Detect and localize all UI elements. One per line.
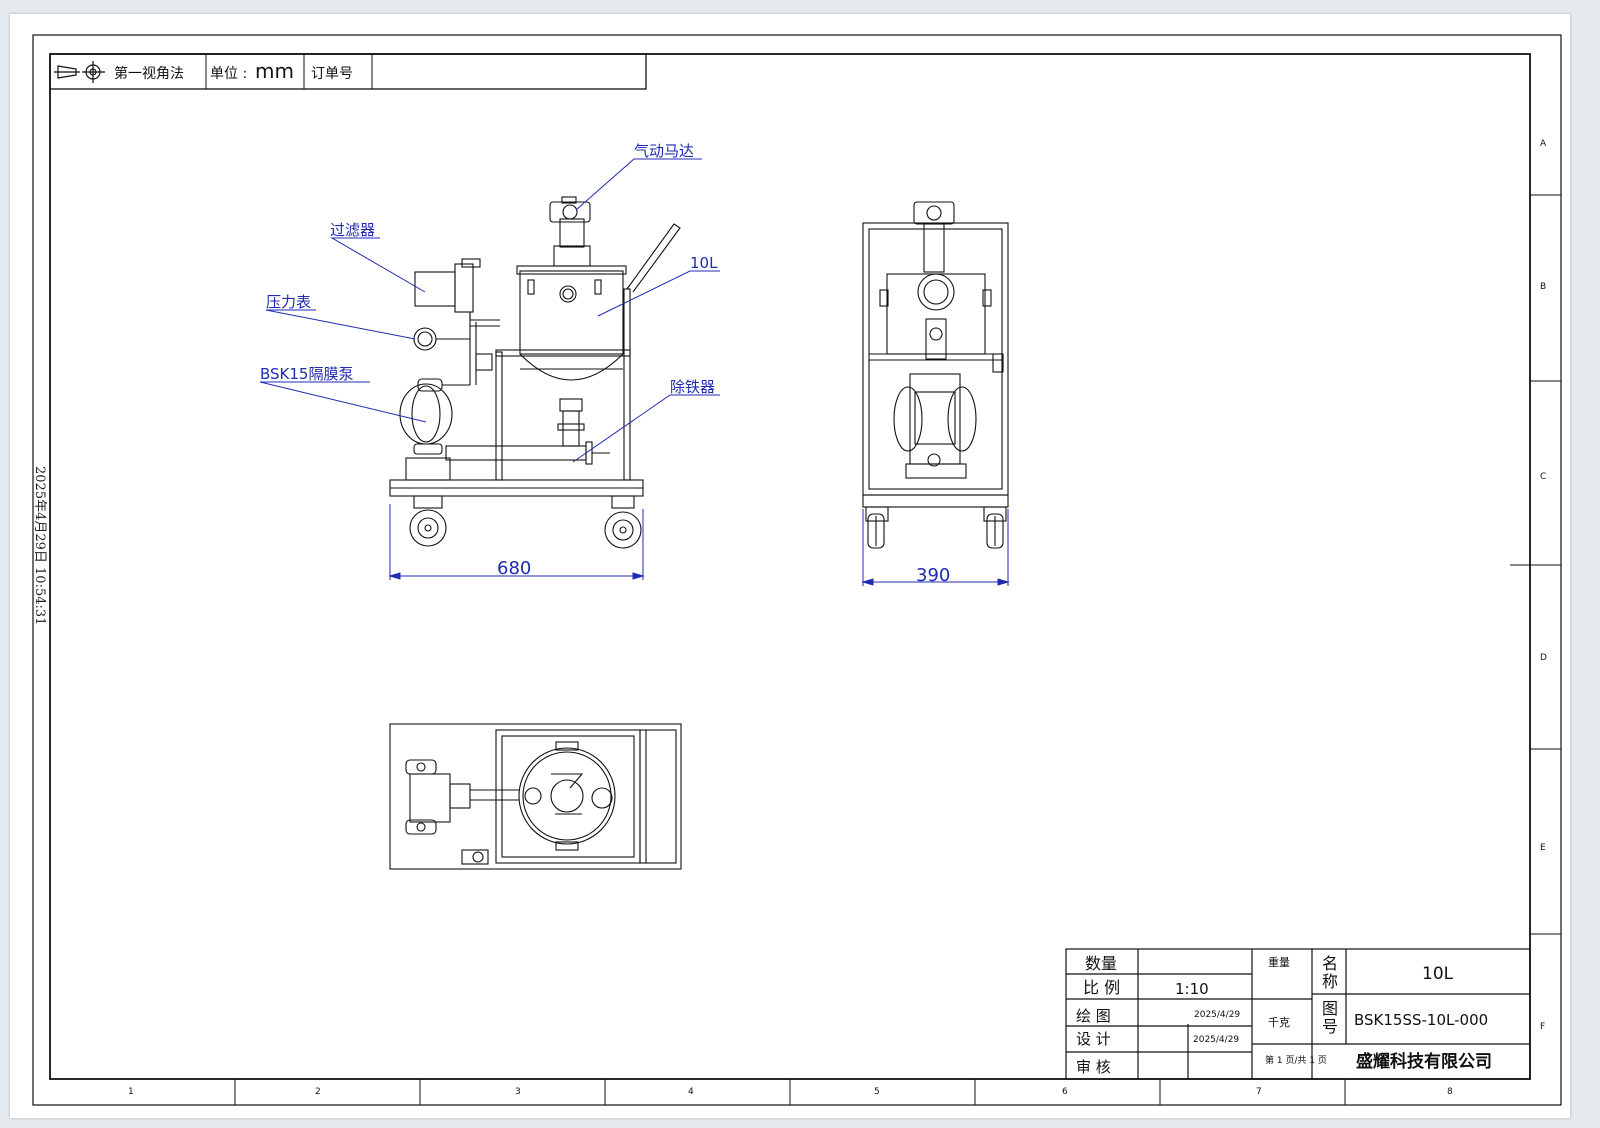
dimension-side-width-text: 390 — [916, 565, 950, 586]
front-post-right — [623, 288, 631, 481]
col-marker-7: 7 — [1256, 1087, 1262, 1097]
front-iron-remover — [445, 445, 587, 461]
outer-border — [32, 34, 1562, 1106]
header-table: 第一视角法 单位 : mm 订单号 — [49, 53, 647, 90]
front-post-left — [495, 351, 503, 481]
drawing-sheet: A B C D E F 1 2 3 4 5 6 7 8 第一视角法 单位 : — [10, 14, 1570, 1118]
column-zone-ticks — [234, 1079, 1346, 1105]
front-pressure-gauge — [413, 327, 437, 351]
row-marker-b: B — [1540, 282, 1546, 292]
front-tank — [519, 270, 624, 355]
front-pump — [399, 383, 453, 445]
tb-weight-label: 重量 — [1268, 955, 1290, 969]
tb-drawn-date: 2025/4/29 — [1194, 1010, 1240, 1020]
row-zone-ticks — [1510, 194, 1561, 935]
dimension-side-width — [861, 509, 1010, 586]
tb-quantity-label: 数量 — [1085, 954, 1117, 973]
row-marker-d: D — [1540, 653, 1547, 663]
front-motor-base — [553, 245, 591, 267]
label-filter: 过滤器 — [330, 221, 375, 239]
tb-drawn-label: 绘 图 — [1076, 1007, 1111, 1025]
row-marker-e: E — [1540, 843, 1546, 853]
col-marker-1: 1 — [128, 1087, 134, 1097]
top-tank — [518, 747, 616, 845]
front-air-motor — [549, 201, 591, 223]
col-marker-3: 3 — [515, 1087, 521, 1097]
col-marker-5: 5 — [874, 1087, 880, 1097]
tb-design-date: 2025/4/29 — [1193, 1035, 1239, 1045]
side-pump — [909, 373, 961, 465]
top-frame — [389, 723, 682, 870]
print-timestamp: 2025年4月29日 10:54:31 — [32, 466, 47, 625]
col-marker-8: 8 — [1447, 1087, 1453, 1097]
col-marker-6: 6 — [1062, 1087, 1068, 1097]
label-pump: BSK15隔膜泵 — [260, 365, 353, 383]
row-marker-a: A — [1540, 139, 1547, 149]
unit-label: 单位 : — [210, 66, 247, 82]
inner-border — [49, 53, 1531, 1080]
col-marker-4: 4 — [688, 1087, 694, 1097]
label-tank: 10L — [690, 254, 718, 272]
tb-scale-label: 比 例 — [1083, 978, 1120, 997]
side-view — [862, 201, 1009, 549]
front-view — [389, 196, 681, 549]
col-marker-2: 2 — [315, 1087, 321, 1097]
front-handle — [626, 223, 681, 293]
order-label: 订单号 — [311, 66, 353, 82]
projection-label: 第一视角法 — [114, 65, 184, 82]
row-marker-c: C — [1540, 472, 1546, 482]
dimension-front-width-text: 680 — [497, 558, 531, 579]
row-marker-f: F — [1540, 1022, 1545, 1032]
side-air-motor — [913, 201, 955, 225]
tb-page-info: 第 1 页/共 1 页 — [1265, 1054, 1327, 1066]
tb-company: 盛耀科技有限公司 — [1356, 1051, 1492, 1072]
label-iron-remover: 除铁器 — [670, 378, 715, 396]
tb-name-label: 名称 — [1322, 954, 1338, 991]
first-angle-projection-icon — [54, 61, 105, 83]
tb-review-label: 审 核 — [1076, 1058, 1111, 1076]
tb-name-value: 10L — [1422, 964, 1454, 984]
tb-drawing-no-value: BSK15SS-10L-000 — [1354, 1011, 1488, 1029]
dimension-front-width — [388, 504, 645, 580]
front-wheel-right — [604, 495, 642, 549]
title-block — [1065, 948, 1531, 1080]
top-pump — [409, 773, 451, 823]
tb-drawing-no-label: 图号 — [1322, 999, 1338, 1036]
tb-design-label: 设 计 — [1076, 1030, 1111, 1048]
drawing-canvas: A B C D E F 1 2 3 4 5 6 7 8 第一视角法 单位 : — [32, 34, 1562, 1106]
label-air-motor: 气动马达 — [634, 142, 694, 160]
front-filter — [414, 271, 456, 307]
leader-lines — [259, 158, 720, 463]
top-view — [389, 723, 682, 870]
unit-value: mm — [255, 59, 294, 83]
front-wheel-left — [409, 495, 447, 547]
side-tank — [886, 273, 986, 355]
side-wheel-left — [865, 506, 889, 549]
label-pressure-gauge: 压力表 — [266, 293, 311, 311]
side-wheel-right — [983, 506, 1007, 549]
tb-weight-unit: 千克 — [1268, 1016, 1290, 1029]
tb-scale-value: 1:10 — [1175, 980, 1209, 998]
